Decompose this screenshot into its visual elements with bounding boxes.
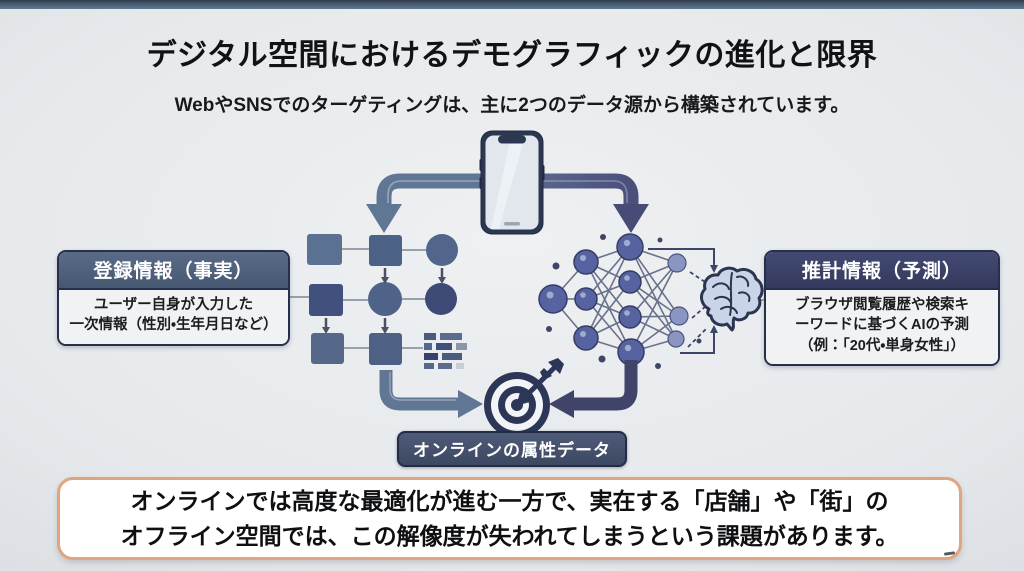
conclusion-note: オンラインでは高度な最適化が進む一方で、実在する「店舗」や「街」の オフライン空… <box>57 477 962 560</box>
registered-info-body: ユーザー自身が入力した 一次情報（性別・生年月日など） <box>59 288 288 344</box>
neural-network-icon <box>538 233 718 369</box>
inferred-info-header: 推計情報（予測） <box>766 252 998 288</box>
arrow-down-right-icon <box>512 173 649 233</box>
page-title: デジタル空間におけるデモグラフィックの進化と限界 <box>146 39 878 72</box>
inferred-info-line: （例：「20代・単身女性」） <box>798 337 966 354</box>
inferred-info-line: ーワードに基づくAIの予測 <box>795 317 969 334</box>
online-attribute-label: オンラインの属性データ <box>397 431 627 467</box>
merge-arrow-right-icon <box>549 360 638 418</box>
inferred-info-box: 推計情報（予測） ブラウザ閲覧履歴や検索キ ーワードに基づくAIの予測 （例：「… <box>764 250 1000 366</box>
registered-info-line: ユーザー自身が入力した <box>93 297 254 313</box>
smartphone-icon <box>479 130 545 235</box>
inferred-info-body: ブラウザ閲覧履歴や検索キ ーワードに基づくAIの予測 （例：「20代・単身女性」… <box>766 288 998 364</box>
registered-info-line: 一次情報（性別・生年月日など） <box>69 317 278 334</box>
brain-icon <box>700 266 764 332</box>
merge-arrow-left-icon <box>379 370 483 418</box>
registered-info-box: 登録情報（事実） ユーザー自身が入力した 一次情報（性別・生年月日など） <box>57 250 290 346</box>
flowchart-icon <box>307 234 458 365</box>
conclusion-note-line: オンラインでは高度な最適化が進む一方で、実在する「店舗」や「街」の <box>130 488 889 514</box>
bar-data-icon <box>424 333 467 369</box>
inferred-info-line: ブラウザ閲覧履歴や検索キ <box>795 297 969 313</box>
top-edge-strip <box>0 0 1024 9</box>
connector-lines <box>289 248 765 349</box>
page-subtitle: WebやSNSでのターゲティングは、主に2つのデータ源から構築されています。 <box>174 95 850 116</box>
conclusion-note-line: オフライン空間では、この解像度が失われてしまうという課題があります。 <box>120 522 899 549</box>
arrow-down-left-icon <box>366 173 512 233</box>
registered-info-header: 登録情報（事実） <box>59 252 288 288</box>
target-icon <box>484 358 564 438</box>
